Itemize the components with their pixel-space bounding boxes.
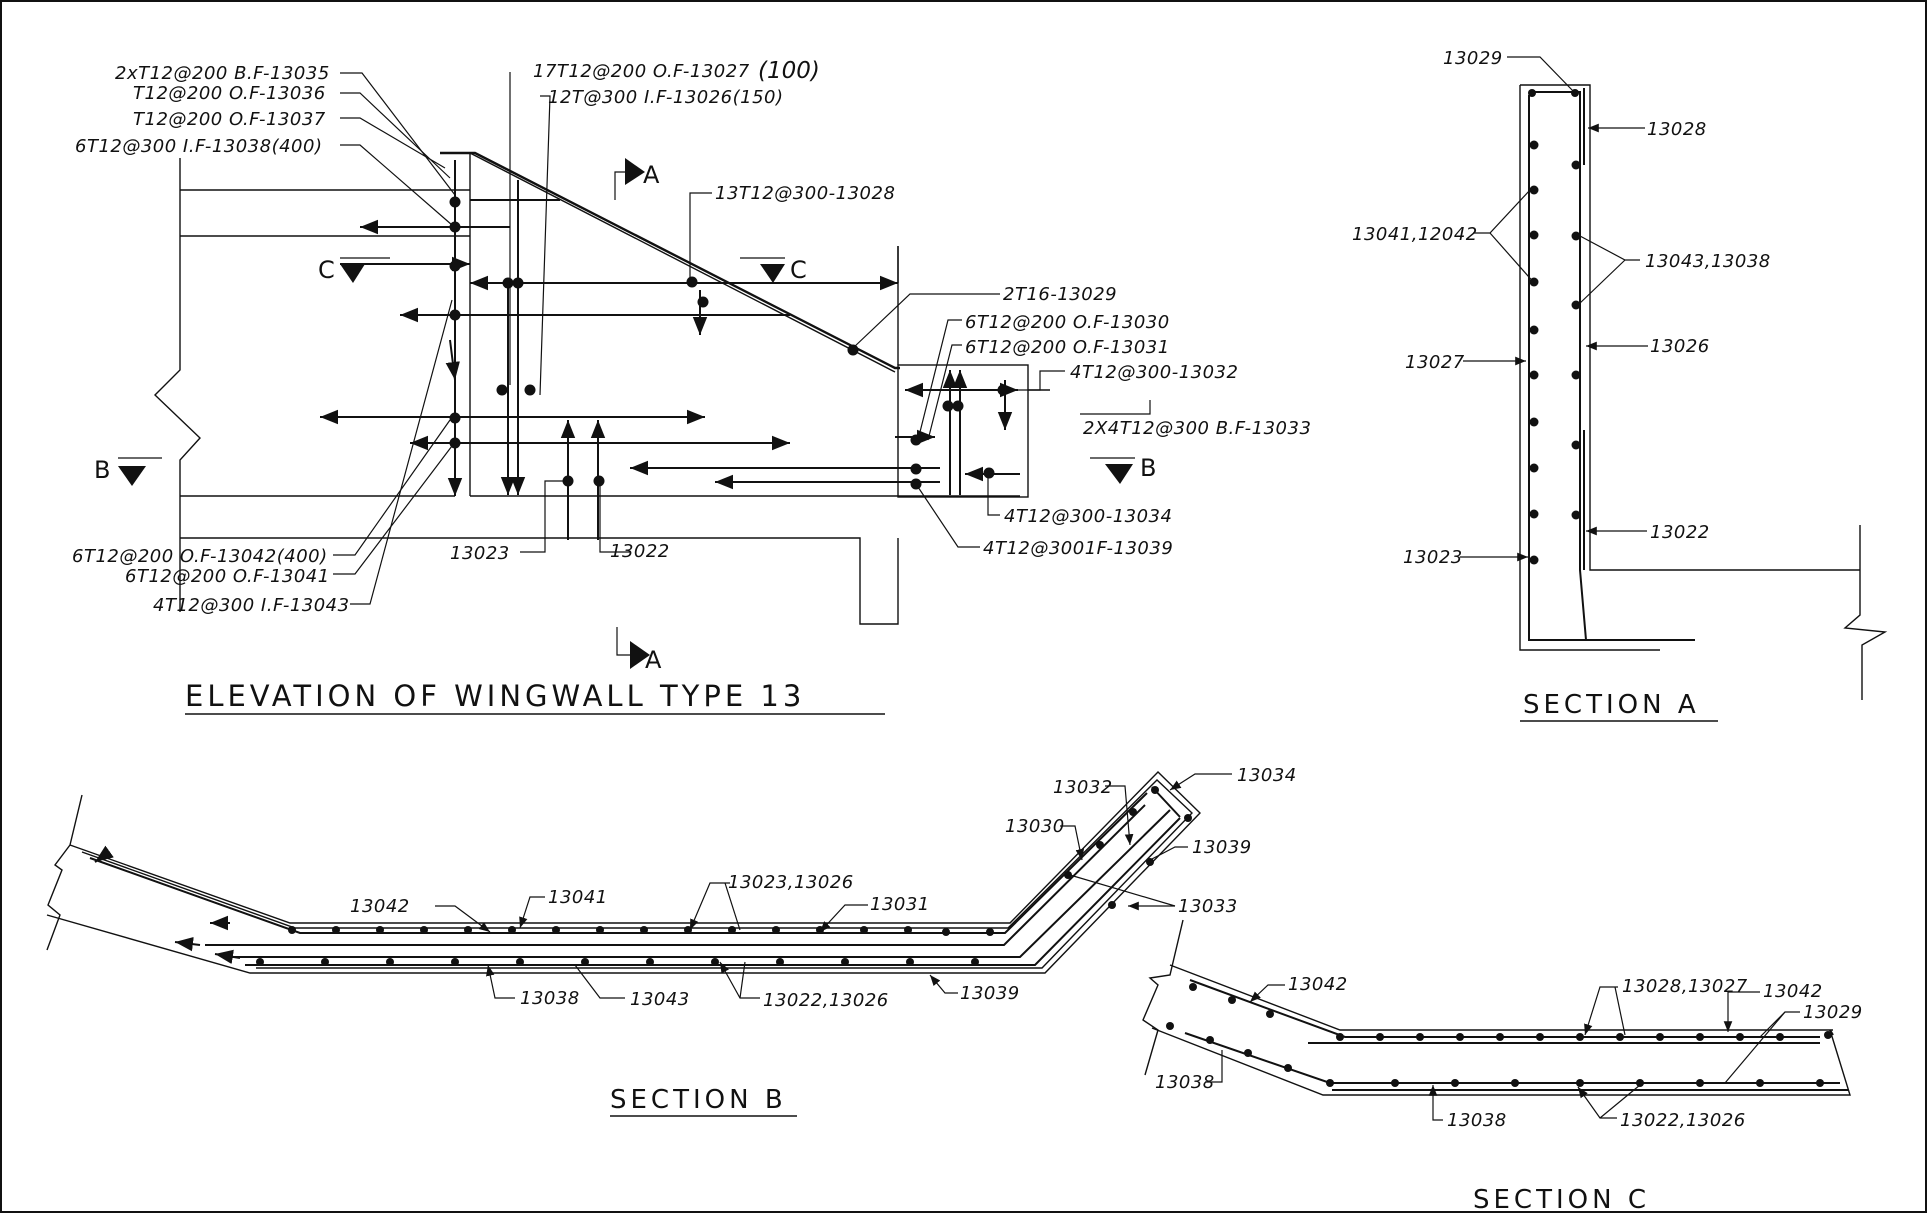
label-13032: 4T12@300-13032 bbox=[1070, 362, 1238, 383]
label-13030: 6T12@200 O.F-13030 bbox=[965, 312, 1170, 333]
sb-label-13043: 13043 bbox=[630, 989, 690, 1010]
section-marker-a-top: A bbox=[614, 158, 660, 200]
section-marker-a-bottom: A bbox=[616, 627, 662, 674]
sc-label-13038b: 13038 bbox=[1447, 1110, 1507, 1131]
section-marker-c-left: C bbox=[318, 256, 390, 284]
sc-label-13022: 13022,13026 bbox=[1620, 1110, 1746, 1131]
label-13026: 12T@300 I.F-13026(150) bbox=[548, 87, 784, 108]
section-a-drawing: 13029 13028 13041,12042 13043,13038 1302… bbox=[1352, 48, 1888, 722]
sb-label-13030: 13030 bbox=[1005, 816, 1065, 837]
sc-label-13029: 13029 bbox=[1803, 1002, 1863, 1023]
label-13039: 4T12@3001F-13039 bbox=[983, 538, 1173, 559]
sb-label-13039b: 13039 bbox=[960, 983, 1020, 1004]
sb-label-13038: 13038 bbox=[520, 988, 580, 1009]
sa-label-13026: 13026 bbox=[1650, 336, 1710, 357]
sa-label-13028: 13028 bbox=[1647, 119, 1707, 140]
elevation-title: ELEVATION OF WINGWALL TYPE 13 bbox=[185, 679, 805, 713]
sb-label-13022: 13022,13026 bbox=[763, 990, 889, 1011]
elevation-drawing: A A C C B B 2xT12@200 B.F-13035 bbox=[72, 58, 1311, 715]
label-13041: 6T12@200 O.F-13041 bbox=[125, 566, 330, 587]
sb-label-13032: 13032 bbox=[1053, 777, 1113, 798]
section-a-title: SECTION A bbox=[1523, 690, 1700, 720]
label-13022: 13022 bbox=[610, 541, 670, 562]
section-mark-a-top: A bbox=[643, 161, 660, 189]
section-mark-c-left: C bbox=[318, 256, 335, 284]
label-13037: T12@200 O.F-13037 bbox=[133, 109, 326, 130]
section-b-title: SECTION B bbox=[610, 1085, 787, 1115]
label-13023: 13023 bbox=[450, 543, 510, 564]
sa-label-13027: 13027 bbox=[1405, 352, 1465, 373]
section-mark-c-right: C bbox=[790, 256, 807, 284]
sc-label-13038a: 13038 bbox=[1155, 1072, 1215, 1093]
label-13043: 4T12@300 I.F-13043 bbox=[153, 595, 350, 616]
sa-label-13041: 13041,12042 bbox=[1352, 224, 1478, 245]
label-13036: T12@200 O.F-13036 bbox=[133, 83, 326, 104]
section-c-drawing: 13042 13028,13027 13042 13029 13038 1303… bbox=[1142, 919, 1863, 1214]
label-13033: 2X4T12@300 B.F-13033 bbox=[1083, 418, 1311, 439]
label-13028: 13T12@300-13028 bbox=[715, 183, 895, 204]
section-mark-a-bottom: A bbox=[645, 646, 662, 674]
section-c-title: SECTION C bbox=[1473, 1185, 1650, 1214]
sc-label-13028: 13028,13027 bbox=[1622, 976, 1748, 997]
label-13038: 6T12@300 I.F-13038(400) bbox=[75, 136, 323, 157]
label-13027: 17T12@200 O.F-13027 bbox=[533, 61, 750, 82]
label-13027-extra: (100) bbox=[758, 58, 820, 84]
sc-label-13042a: 13042 bbox=[1288, 974, 1348, 995]
sa-label-13022: 13022 bbox=[1650, 522, 1710, 543]
sb-label-13042: 13042 bbox=[350, 896, 410, 917]
sa-label-13023: 13023 bbox=[1403, 547, 1463, 568]
section-mark-b-right: B bbox=[1140, 454, 1156, 482]
sb-label-13031: 13031 bbox=[870, 894, 930, 915]
sc-label-13042b: 13042 bbox=[1763, 981, 1823, 1002]
section-mark-b-left: B bbox=[94, 456, 110, 484]
label-13034: 4T12@300-13034 bbox=[1004, 506, 1172, 527]
section-marker-b-left: B bbox=[94, 456, 162, 486]
sb-label-13023: 13023,13026 bbox=[728, 872, 854, 893]
sb-label-13033: 13033 bbox=[1178, 896, 1238, 917]
sa-label-13043: 13043,13038 bbox=[1645, 251, 1771, 272]
label-13031: 6T12@200 O.F-13031 bbox=[965, 337, 1170, 358]
sb-label-13034: 13034 bbox=[1237, 765, 1297, 786]
section-marker-c-right: C bbox=[740, 256, 807, 284]
label-13035: 2xT12@200 B.F-13035 bbox=[115, 63, 330, 84]
sa-label-13029: 13029 bbox=[1443, 48, 1503, 69]
label-13029: 2T16-13029 bbox=[1003, 284, 1117, 305]
section-marker-b-right: B bbox=[1090, 454, 1156, 484]
label-13042: 6T12@200 O.F-13042(400) bbox=[72, 546, 328, 567]
section-b-drawing: 13034 13032 13030 13039 13033 13042 1304… bbox=[46, 765, 1297, 1117]
sb-label-13041: 13041 bbox=[548, 887, 608, 908]
sb-label-13039a: 13039 bbox=[1192, 837, 1252, 858]
